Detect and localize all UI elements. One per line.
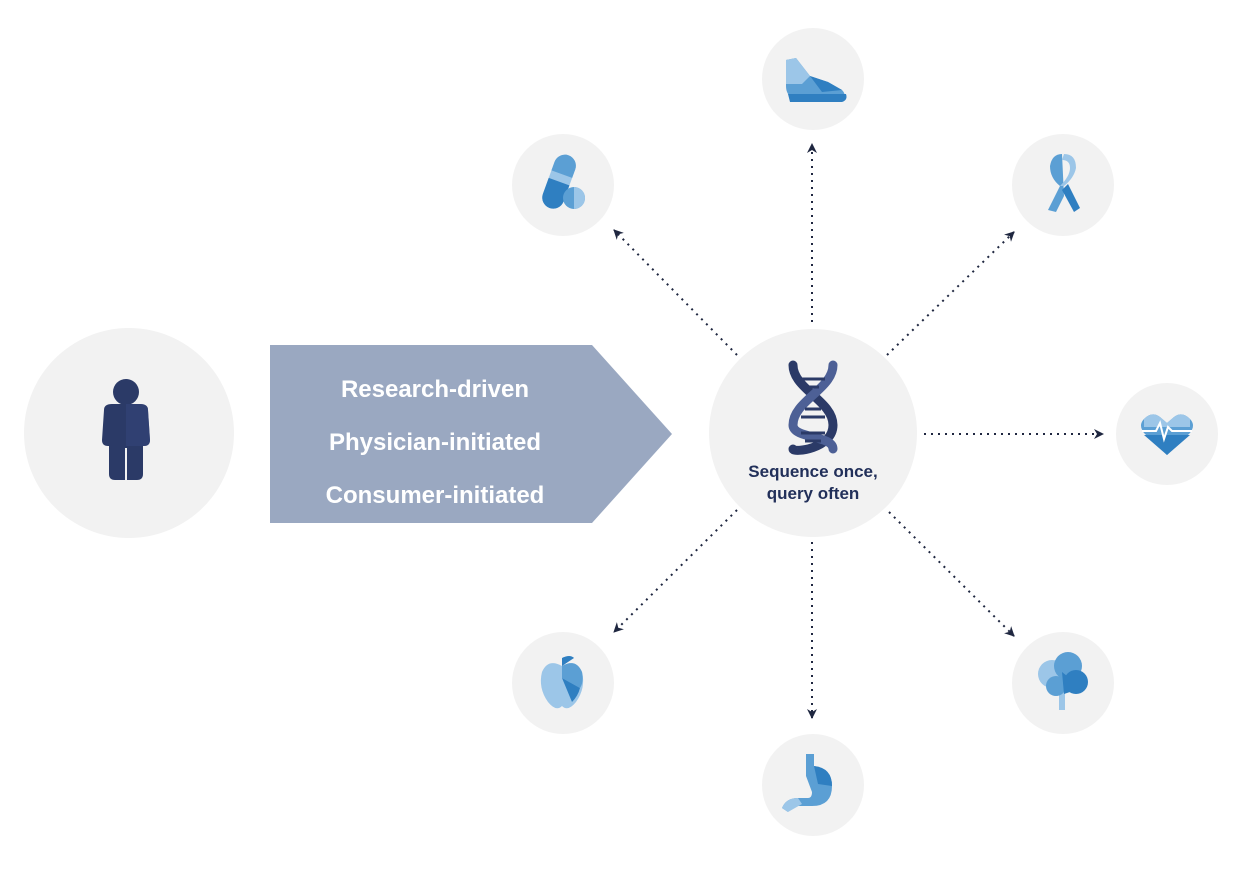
heart-icon	[1141, 414, 1193, 455]
initiation-banner: Research-driven Physician-initiated Cons…	[270, 345, 672, 523]
sequence-node	[709, 329, 917, 537]
apple-node	[512, 632, 614, 734]
banner-line-research: Research-driven	[340, 376, 530, 403]
stomach-node	[762, 734, 864, 836]
person-node	[24, 328, 234, 538]
banner-line-physician: Physician-initiated	[328, 429, 542, 456]
pill-icon	[542, 154, 585, 209]
center-label-line2: query often	[766, 484, 860, 503]
pill-node	[512, 134, 614, 236]
apple-icon	[540, 656, 584, 709]
ribbon-node	[1012, 134, 1114, 236]
tree-icon	[1038, 652, 1088, 710]
ribbon-icon	[1048, 154, 1080, 212]
dna-icon	[788, 360, 838, 455]
arrow-to-ribbon	[886, 231, 1015, 356]
heart-node	[1116, 383, 1218, 485]
arrow-to-pill	[613, 229, 738, 356]
banner-line-consumer: Consumer-initiated	[325, 482, 545, 509]
arrow-to-tree	[888, 511, 1015, 637]
arrow-to-apple	[613, 509, 738, 633]
sneaker-icon	[786, 58, 847, 102]
stomach-icon	[782, 754, 832, 812]
banner-arrow-shape	[270, 345, 672, 523]
center-label: Sequence once, query often	[709, 461, 917, 505]
tree-node	[1012, 632, 1114, 734]
center-label-line1: Sequence once,	[748, 462, 878, 481]
banner-text: Research-driven Physician-initiated Cons…	[270, 363, 600, 522]
person-icon	[102, 379, 150, 480]
sneaker-node	[762, 28, 864, 130]
